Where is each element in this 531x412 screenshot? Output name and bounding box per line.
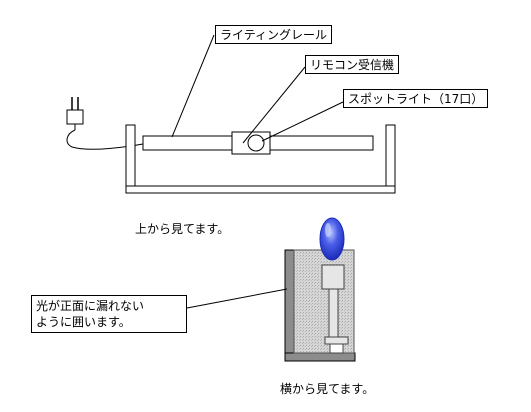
label-side-view: 横から見てます。 [280, 382, 375, 396]
label-shield-note: 光が正面に漏れない ように囲います。 [31, 295, 187, 333]
top-view-figure [66, 34, 396, 194]
spot-base [324, 336, 349, 345]
spot-head [321, 264, 345, 290]
remote-leader-line [242, 66, 306, 144]
side-view-figure [186, 217, 356, 362]
shield-note-line1: 光が正面に漏れない [36, 299, 145, 313]
rail-leader-line [171, 34, 215, 138]
shield-leader-line [186, 288, 288, 309]
label-top-view: 上から見てます。 [135, 222, 230, 236]
side-frame-base [284, 352, 356, 362]
fixture-frame [125, 124, 396, 194]
spot-leader-line [261, 101, 344, 142]
side-frame-back [284, 249, 295, 362]
spot-stem [328, 288, 339, 338]
spotlight [247, 134, 265, 152]
spot-mount [329, 343, 344, 354]
label-lighting-rail: ライティングレール [215, 25, 333, 44]
power-cord [66, 129, 144, 150]
bulb-icon [319, 217, 345, 261]
label-spotlight: スポットライト（17口） [343, 89, 489, 108]
shield-note-line2: ように囲います。 [36, 315, 131, 329]
power-plug-icon [66, 97, 84, 130]
label-remote-receiver: リモコン受信機 [305, 55, 400, 74]
